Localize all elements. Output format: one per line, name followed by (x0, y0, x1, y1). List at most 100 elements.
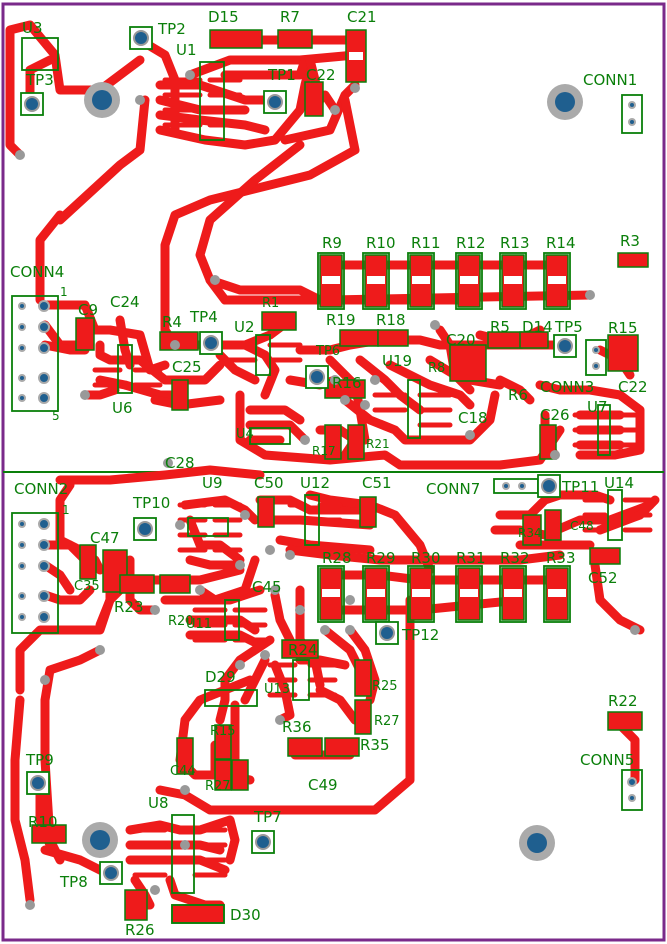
tp11 (537, 474, 561, 498)
conn4-pin (38, 372, 50, 384)
mount-hole (527, 833, 547, 853)
label-r31: R31 (456, 549, 486, 567)
outline-u8 (171, 814, 195, 894)
label-c24: C24 (110, 293, 140, 311)
gap (460, 276, 478, 284)
label-tp5: TP5 (554, 318, 583, 336)
trace (40, 560, 75, 595)
tp-pad (103, 865, 119, 881)
label-c47: C47 (90, 529, 120, 547)
pad-r23 (119, 574, 155, 594)
label-r6: R6 (508, 386, 528, 404)
via (360, 400, 370, 410)
outline-r31 (455, 565, 483, 623)
conn4-pin (18, 344, 26, 352)
ic-pins (92, 77, 653, 878)
conn7-pin (502, 482, 510, 490)
conn4-pin (38, 392, 50, 404)
pad-r26 (124, 889, 148, 921)
conn3-pin (592, 346, 600, 354)
outline-u13 (292, 659, 310, 701)
silk-labels: U3 TP2 D15 R7 C21 U1 TP3 TP1 C22 CONN1 R… (10, 8, 648, 939)
outline-conn2 (11, 512, 59, 634)
pad-r21 (347, 424, 365, 460)
pad-c22top (304, 81, 324, 117)
label-tp10: TP10 (132, 494, 170, 512)
trace (195, 555, 260, 605)
pad-d15 (209, 29, 263, 49)
label-r10: R10 (366, 234, 396, 252)
conn4-pin (38, 342, 50, 354)
via (150, 885, 160, 895)
label-d15: D15 (208, 8, 239, 26)
label-r28: R28 (322, 549, 352, 567)
via (15, 150, 25, 160)
label-conn3: CONN3 (540, 378, 594, 396)
label-tp6: TP6 (315, 344, 340, 359)
pad-c44 (176, 737, 194, 775)
tp9 (26, 771, 50, 795)
outline-r11 (407, 252, 435, 310)
outline-conn4 (11, 295, 59, 412)
label-r3: R3 (620, 232, 640, 250)
outline-u11 (224, 599, 240, 641)
trace (305, 490, 435, 575)
pad-c9 (75, 317, 95, 351)
trace (240, 655, 270, 705)
label-c20: C20 (446, 331, 476, 349)
label-r16: R16 (332, 374, 362, 392)
pad-r27 (354, 659, 372, 697)
conn1-pin (628, 118, 636, 126)
mount-holes (82, 82, 583, 861)
pad-c25 (171, 379, 189, 411)
tp1 (263, 90, 287, 114)
pad-r1 (261, 311, 297, 331)
via (350, 83, 360, 93)
trace (10, 695, 35, 905)
via (135, 95, 145, 105)
gap (504, 589, 522, 597)
label-tp9: TP9 (25, 751, 54, 769)
conn2-pin (18, 520, 26, 528)
outline-r12 (455, 252, 483, 310)
conn4-pin (18, 323, 26, 331)
conn3-pin (592, 362, 600, 370)
pad-d30 (171, 904, 225, 924)
label-u2: U2 (234, 318, 255, 336)
label-u4: U4 (236, 427, 254, 442)
label-r14: R14 (546, 234, 576, 252)
trace (5, 20, 145, 160)
tp-pad (24, 96, 40, 112)
gap (412, 276, 430, 284)
tp7 (251, 830, 275, 854)
pad-r7 (277, 29, 313, 49)
label-conn2: CONN2 (14, 480, 68, 498)
label-conn4: CONN4 (10, 263, 64, 281)
gap (367, 276, 385, 284)
trace (55, 465, 265, 485)
via (175, 520, 185, 530)
label-r7: R7 (280, 8, 300, 26)
via (25, 900, 35, 910)
via (340, 395, 350, 405)
via (370, 375, 380, 385)
label-d14: D14 (522, 318, 553, 336)
label-c25: C25 (172, 358, 202, 376)
pad-c52 (589, 547, 621, 565)
vias (15, 70, 640, 910)
label-u3: U3 (22, 19, 43, 37)
trace (535, 380, 645, 460)
label-u13: U13 (264, 682, 290, 697)
label-u9: U9 (202, 474, 223, 492)
pad-r4 (159, 331, 199, 351)
pad-r35 (324, 737, 360, 757)
gap (504, 276, 522, 284)
label-c26: C26 (540, 406, 570, 424)
label-tp4: TP4 (189, 308, 218, 326)
trace (35, 210, 65, 305)
pad-c26 (539, 424, 557, 460)
via (300, 435, 310, 445)
conn2-pin (18, 541, 26, 549)
gap (460, 589, 478, 597)
